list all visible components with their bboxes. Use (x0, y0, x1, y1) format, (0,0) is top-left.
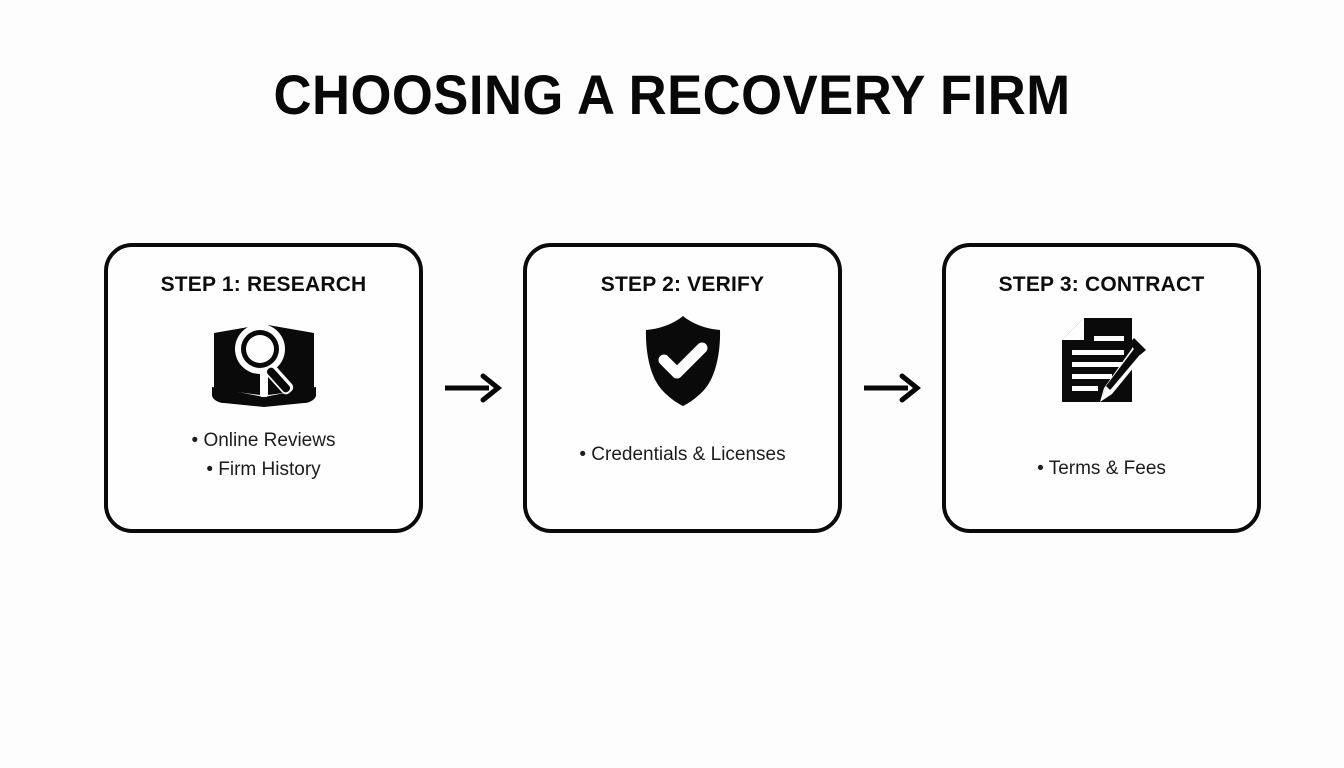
bullet-item: • Firm History (206, 458, 321, 480)
bullet-item: • Credentials & Licenses (579, 444, 786, 465)
step-card-bullets: • Online Reviews • Firm History (108, 427, 419, 484)
process-flow: STEP 1: RESEARCH (104, 243, 1261, 533)
step-card-research[interactable]: STEP 1: RESEARCH (104, 243, 423, 533)
page-title: CHOOSING A RECOVERY FIRM (273, 63, 1071, 126)
arrow-right-icon (423, 371, 523, 405)
shield-check-icon (640, 313, 726, 409)
step-card-bullets: • Credentials & Licenses (527, 441, 838, 470)
arrow-right-icon (842, 371, 942, 405)
book-magnifier-icon (210, 313, 318, 409)
step-card-bullets: • Terms & Fees (946, 455, 1257, 484)
step-card-title: STEP 2: VERIFY (600, 273, 765, 296)
step-card-verify[interactable]: STEP 2: VERIFY • Credentials & Licenses (523, 243, 842, 533)
bullet-item: • Terms & Fees (1037, 458, 1166, 479)
bullet-item: • Online Reviews (191, 430, 336, 451)
step-card-title: STEP 1: RESEARCH (160, 273, 367, 296)
step-card-title: STEP 3: CONTRACT (998, 273, 1205, 296)
step-card-contract[interactable]: STEP 3: CONTRACT (942, 243, 1261, 533)
document-pencil-icon (1054, 313, 1150, 409)
